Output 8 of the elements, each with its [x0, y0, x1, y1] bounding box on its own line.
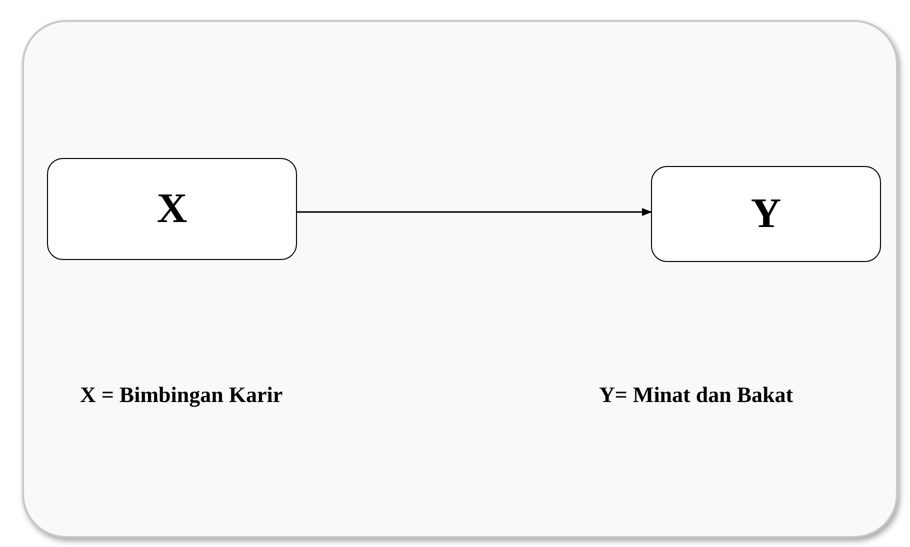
frame-background: [22, 20, 898, 538]
variable-name: Y: [750, 190, 782, 238]
legend-text: Y= Minat dan Bakat: [599, 382, 794, 408]
variable-box: [47, 158, 297, 260]
legend-text: X = Bimbingan Karir: [80, 382, 283, 408]
variable-name: X: [156, 185, 188, 233]
variable-box: [651, 166, 881, 262]
arrow: [297, 208, 652, 216]
